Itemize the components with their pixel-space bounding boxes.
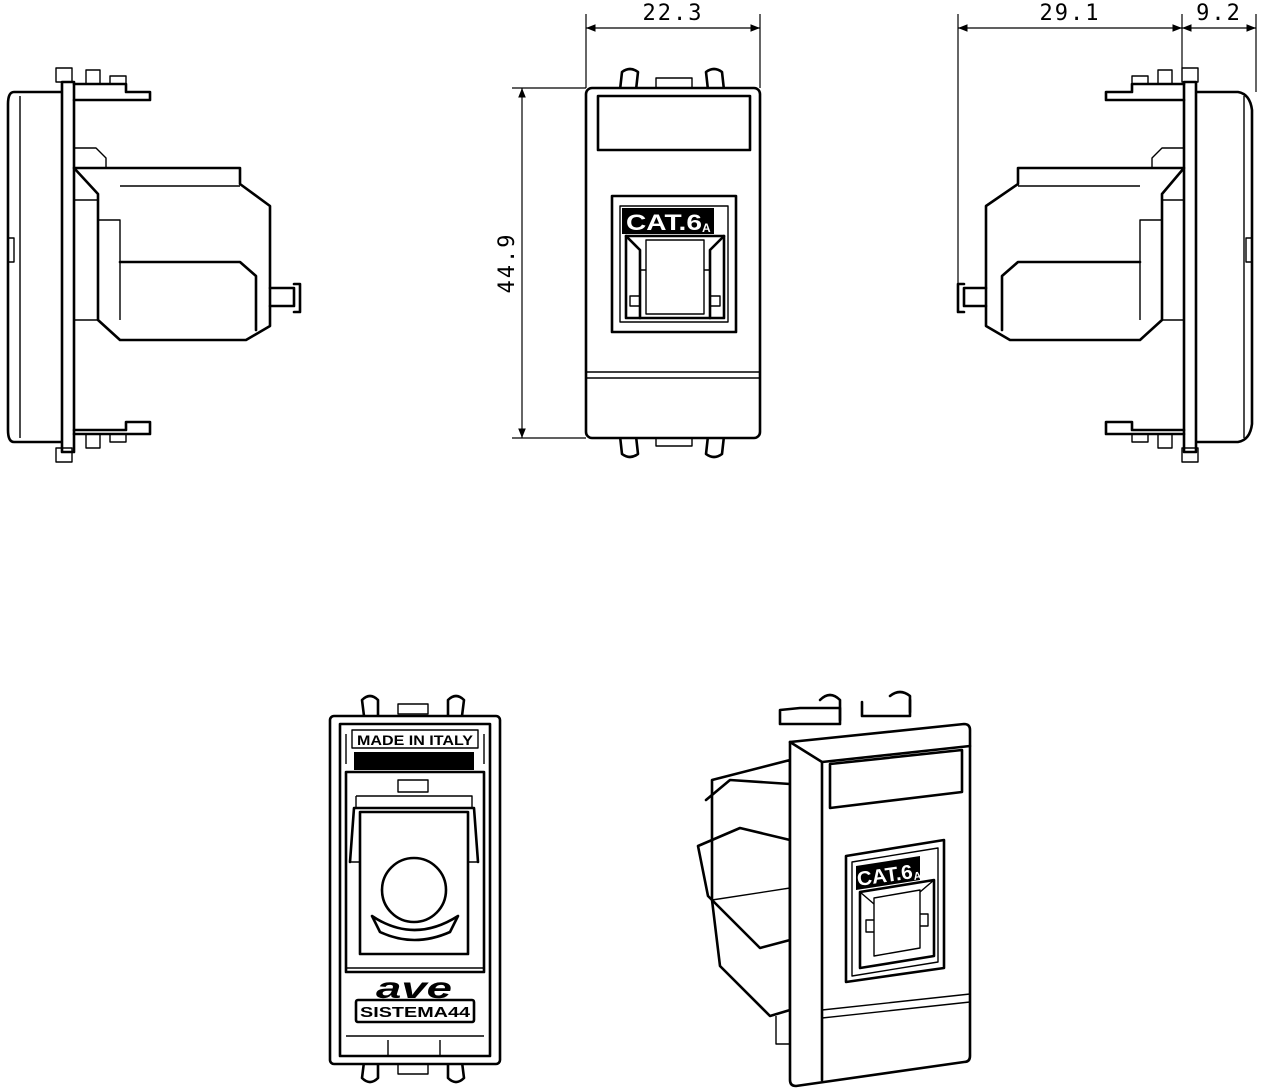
dimension-front-width: 22.3 (585, 1, 761, 88)
dimension-height-label: 44.9 (495, 233, 520, 294)
perspective-cat-subscript: A (913, 870, 923, 883)
front-view (584, 67, 762, 459)
right-side-view (956, 67, 1254, 463)
dimension-front-width-label: 22.3 (643, 1, 704, 26)
brand-logo: ave (376, 972, 452, 1005)
dimension-flange: 9.2 (1182, 1, 1256, 32)
dimension-flange-label: 9.2 (1196, 1, 1242, 26)
dimension-depth-label: 29.1 (1040, 1, 1101, 26)
series-label: SISTEMA44 (360, 1004, 471, 1021)
perspective-view (696, 690, 972, 1088)
made-in-italy-label: MADE IN ITALY (357, 732, 474, 748)
front-cat-label: CAT.6 (626, 210, 702, 235)
rear-view (328, 694, 502, 1084)
left-side-view (6, 67, 302, 463)
dimension-depth: 29.1 (957, 1, 1257, 288)
dimension-height: 44.9 (495, 87, 586, 439)
front-cat-subscript: A (702, 221, 711, 235)
